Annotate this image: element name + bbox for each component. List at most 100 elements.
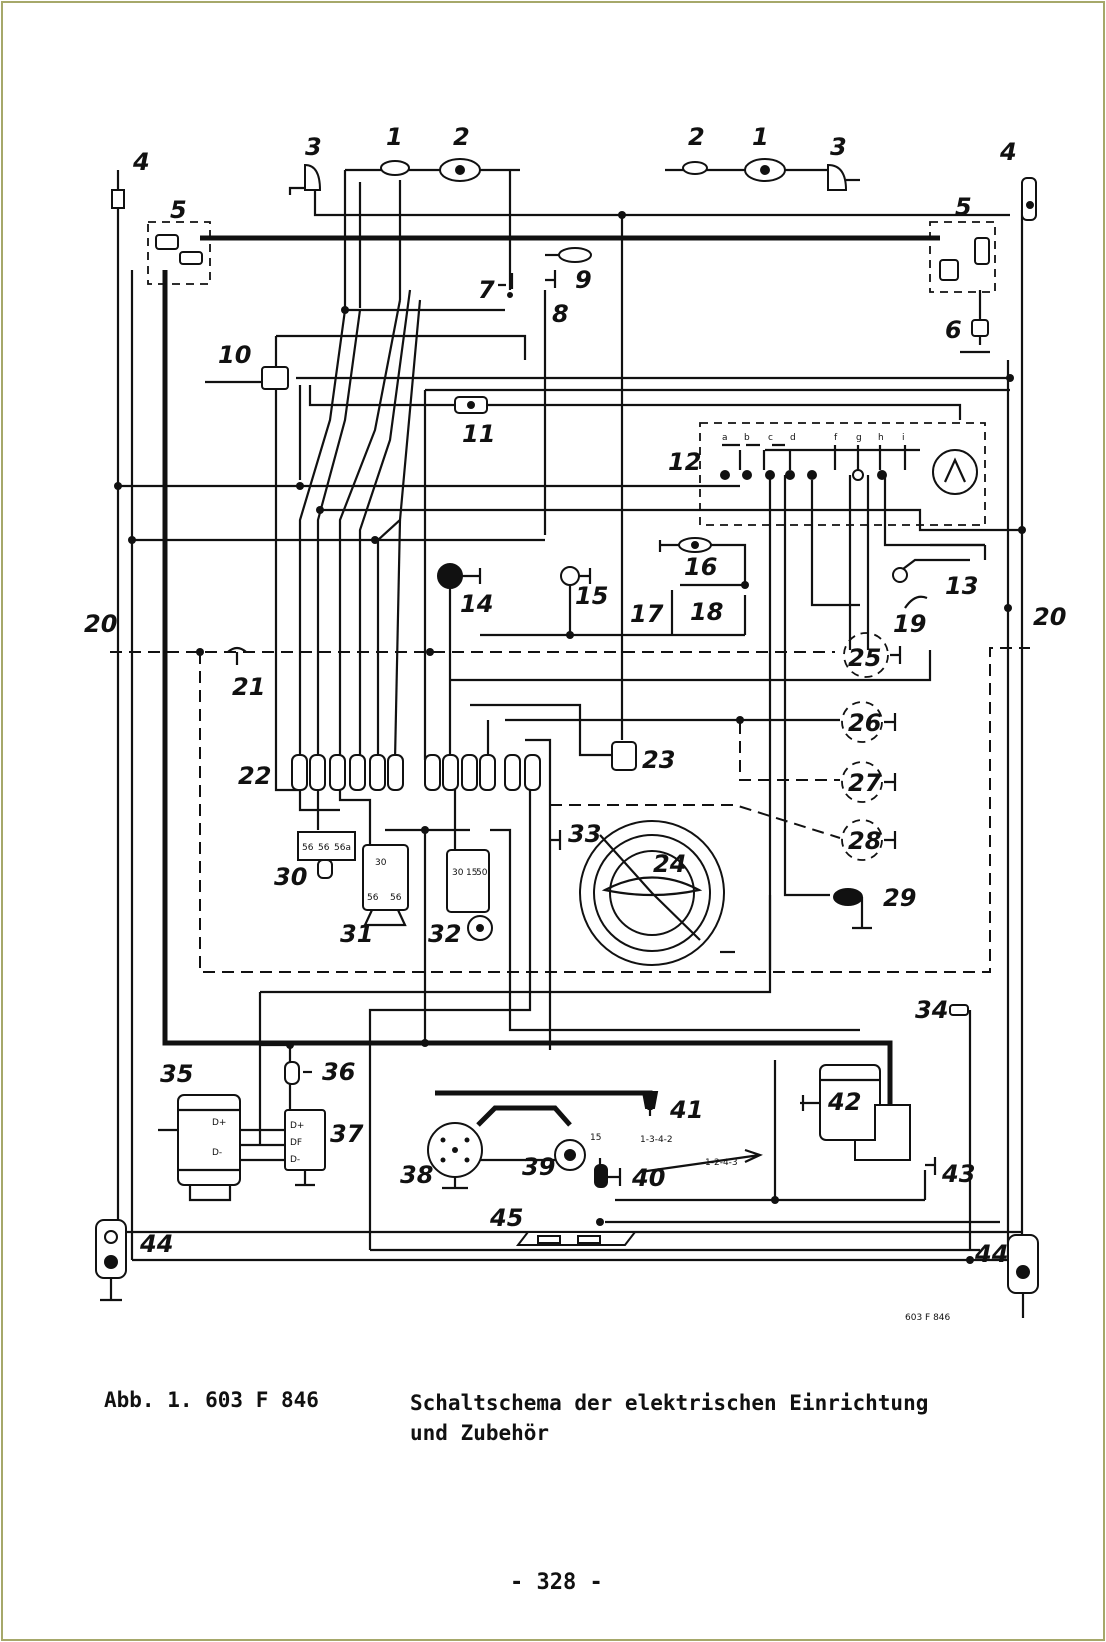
label-44-right: 44 [974,1240,1008,1268]
label-9: 9 [575,266,592,294]
label-28: 28 [848,827,881,855]
distributor-38-icon [427,1122,483,1190]
horn-terminal: 30 [375,858,387,868]
wire-32b [490,828,860,1032]
harness-6 [393,519,402,761]
ignition-terminal: 15 [466,868,477,878]
label-10: 10 [218,341,251,369]
label-40: 40 [631,1164,665,1192]
label-23: 23 [642,746,675,774]
switch-8-icon [545,270,557,288]
number-plate-lamp-45-icon [515,1231,638,1246]
fuse-label: g [856,433,862,443]
fuse-label: d [790,433,796,443]
label-26: 26 [848,709,881,737]
label-19: 19 [893,610,926,638]
label-7: 7 [478,276,495,304]
label-18: 18 [690,598,723,626]
fuse-label: f [834,433,838,443]
fuse-label: h [878,433,884,443]
label-13: 13 [945,572,978,600]
battery-42-icon [800,1064,911,1161]
connector-block-22-icon [291,754,541,791]
label-21: 21 [232,673,265,701]
wire-12f [810,480,860,607]
fuse-label: a [722,433,728,443]
indicator-left-icon [111,170,125,209]
wire-510 [320,508,1022,532]
label-36: 36 [322,1058,355,1086]
rear-lamp-right-icon [1007,1234,1039,1318]
label-6: 6 [945,316,962,344]
regulator-terminal: D+ [290,1121,304,1131]
label-25: 25 [848,644,881,672]
lamp-27-icon [841,761,897,803]
fusebox-outline [699,422,986,526]
wire-33 [525,738,552,1050]
label-41: 41 [669,1096,703,1124]
regulator-37-icon: D+ DF D- [284,1109,326,1187]
switch-33-icon [550,830,562,850]
label-22: 22 [238,762,271,790]
label-29: 29 [883,884,916,912]
label-5-left: 5 [170,196,187,224]
generator-35-icon: D+ D- [158,1094,241,1202]
harness-3 [338,299,402,760]
label-16: 16 [684,553,717,581]
indicator-right-icon [1021,177,1037,221]
steering-wheel-24-icon [579,820,735,966]
harness-1 [298,309,347,760]
component-labels: 1 1 2 2 3 3 4 4 5 5 6 7 8 9 10 11 12 13 … [84,123,1066,1268]
label-17: 17 [630,600,664,628]
harness-2 [316,309,362,760]
main-cable-starter [162,270,893,1110]
label-1-right: 1 [752,123,769,151]
lamp-29-icon [833,888,872,930]
label-14: 14 [460,590,493,618]
coil-terminal: 15 [590,1133,601,1143]
label-42: 42 [827,1088,861,1116]
wire-30 [298,790,340,812]
fuse-34-icon [949,1004,969,1016]
switch-40-icon [594,1164,622,1188]
spark-plug-41-icon [641,1091,659,1116]
headlamp-right-icon [682,158,786,182]
flasher-unit-icon [932,449,978,495]
wiper-terminal: 56 [318,843,330,853]
firing-order-1: 1-3-4-2 [640,1135,673,1145]
firing-order-2: 1-2-4-3 [705,1158,738,1168]
label-15: 15 [575,582,608,610]
connector-21-icon [227,646,247,665]
regulator-terminal: D- [290,1155,300,1165]
junction-dots [114,211,1026,1264]
sender-23-icon [611,741,637,771]
label-37: 37 [330,1120,364,1148]
horn-14-icon [437,563,482,589]
sender-15-icon [560,566,592,586]
lamp-16-icon [658,537,712,553]
figure-stamp: 603 F 846 [905,1313,951,1323]
fuse-label: b [744,433,750,443]
ht-lead-38-39 [476,1105,572,1127]
label-3-right: 3 [830,133,847,161]
ignition-switch-32-icon: 30 15 50 [446,849,493,941]
label-34: 34 [915,996,948,1024]
label-8: 8 [552,300,569,328]
wire-12d [783,475,830,897]
label-44-left: 44 [139,1230,173,1258]
caption-title: Schaltschema der elektrischen Einrichtun… [410,1388,928,1448]
side-light-left-icon [288,163,322,195]
caption-title-line-2: und Zubehör [410,1421,550,1445]
label-38: 38 [400,1161,433,1189]
label-2-left: 2 [453,123,470,151]
label-24: 24 [653,850,686,878]
caption-title-line-1: Schaltschema der elektrischen Einrichtun… [410,1391,929,1415]
dashed-28 [550,804,841,839]
wire-23-left [470,703,612,757]
label-4-left: 4 [132,148,150,176]
fuse-label: i [902,433,905,443]
ignition-terminal: 50 [476,868,488,878]
wire-top-lamps [313,188,1010,217]
